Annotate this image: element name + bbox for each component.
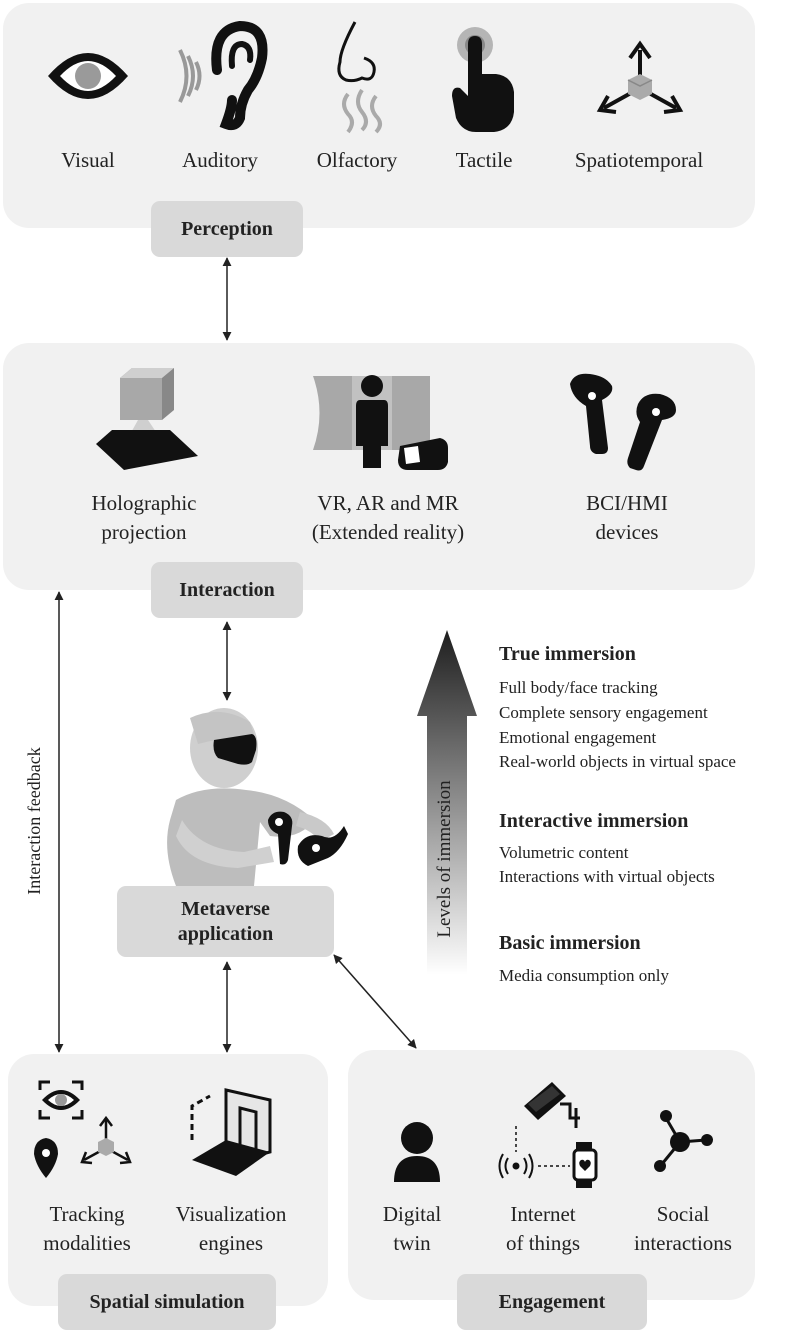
- metaverse-line1: Metaverse: [181, 897, 270, 920]
- nose-icon: [337, 21, 382, 134]
- label-visualization-line2: engines: [198, 1231, 264, 1256]
- label-social-interactions: Social interactions: [620, 1200, 746, 1259]
- metaverse-line2: application: [177, 922, 274, 945]
- iot-icon: [498, 1082, 598, 1188]
- label-tracking-modalities: Tracking modalities: [24, 1200, 150, 1259]
- levels-of-immersion-label: Levels of immersion: [434, 780, 455, 938]
- label-xr-line1: VR, AR and MR: [317, 491, 459, 515]
- ear-icon: [178, 20, 268, 131]
- vr-person-icon: [313, 375, 448, 470]
- true-immersion-item: Real-world objects in virtual space: [499, 752, 736, 771]
- label-visualization-line1: Visualization: [175, 1202, 287, 1226]
- label-xr-line2: (Extended reality): [311, 520, 465, 545]
- label-iot-line1: Internet: [510, 1202, 576, 1226]
- label-tracking-line1: Tracking: [49, 1202, 125, 1226]
- network-icon: [654, 1110, 713, 1172]
- interactive-immersion-item: Volumetric content: [499, 843, 629, 862]
- tracking-icon: [34, 1080, 132, 1178]
- vr-controllers-icon: [570, 373, 676, 471]
- arrow-metaverse-engagement: [333, 954, 417, 1049]
- label-auditory: Auditory: [182, 148, 258, 172]
- label-internet-of-things: Internet of things: [488, 1200, 598, 1259]
- vr-user-icon: [167, 708, 348, 886]
- engagement-tag: Engagement: [457, 1274, 647, 1330]
- hologram-icon: [96, 368, 198, 470]
- label-digital-twin: Digital twin: [362, 1200, 462, 1259]
- hand-pointer-icon: [452, 27, 514, 132]
- label-digital-line1: Digital: [382, 1202, 442, 1226]
- label-holographic-projection: Holographic projection: [64, 489, 224, 548]
- label-holographic-line2: projection: [101, 520, 187, 545]
- basic-immersion-item: Media consumption only: [499, 966, 669, 985]
- true-immersion-item: Emotional engagement: [499, 728, 657, 747]
- label-digital-line2: twin: [393, 1231, 431, 1256]
- label-extended-reality: VR, AR and MR (Extended reality): [288, 489, 488, 548]
- metaverse-application-tag: Metaverse application: [117, 886, 334, 957]
- true-immersion-title: True immersion: [499, 643, 636, 665]
- label-bci-line2: devices: [595, 520, 659, 545]
- label-holographic-line1: Holographic: [91, 491, 197, 515]
- perception-panel: [3, 3, 755, 228]
- interaction-feedback-label: Interaction feedback: [24, 747, 44, 895]
- label-bci-hmi-devices: BCI/HMI devices: [545, 489, 709, 548]
- label-olfactory: Olfactory: [316, 148, 398, 172]
- interaction-tag: Interaction: [151, 562, 303, 618]
- 3d-axes-icon: [596, 40, 684, 114]
- label-social-line2: interactions: [634, 1231, 732, 1256]
- perception-tag: Perception: [151, 201, 303, 257]
- person-icon: [394, 1122, 440, 1182]
- label-bci-line1: BCI/HMI: [586, 491, 668, 515]
- interactive-immersion-title: Interactive immersion: [499, 810, 689, 832]
- true-immersion-item: Full body/face tracking: [499, 678, 658, 697]
- label-visualization-engines: Visualization engines: [158, 1200, 304, 1259]
- label-social-line1: Social: [656, 1202, 710, 1226]
- 3d-room-icon: [190, 1088, 272, 1176]
- spatial-simulation-tag: Spatial simulation: [58, 1274, 276, 1330]
- basic-immersion-title: Basic immersion: [499, 932, 641, 954]
- label-tactile: Tactile: [455, 148, 513, 172]
- immersion-arrow: [417, 630, 477, 975]
- label-spatiotemporal: Spatiotemporal: [574, 148, 704, 172]
- interactive-immersion-item: Interactions with virtual objects: [499, 867, 715, 886]
- label-visual: Visual: [61, 148, 115, 172]
- label-iot-line2: of things: [505, 1231, 581, 1256]
- eye-icon: [48, 53, 128, 99]
- true-immersion-item: Complete sensory engagement: [499, 703, 708, 722]
- label-tracking-line2: modalities: [43, 1231, 131, 1256]
